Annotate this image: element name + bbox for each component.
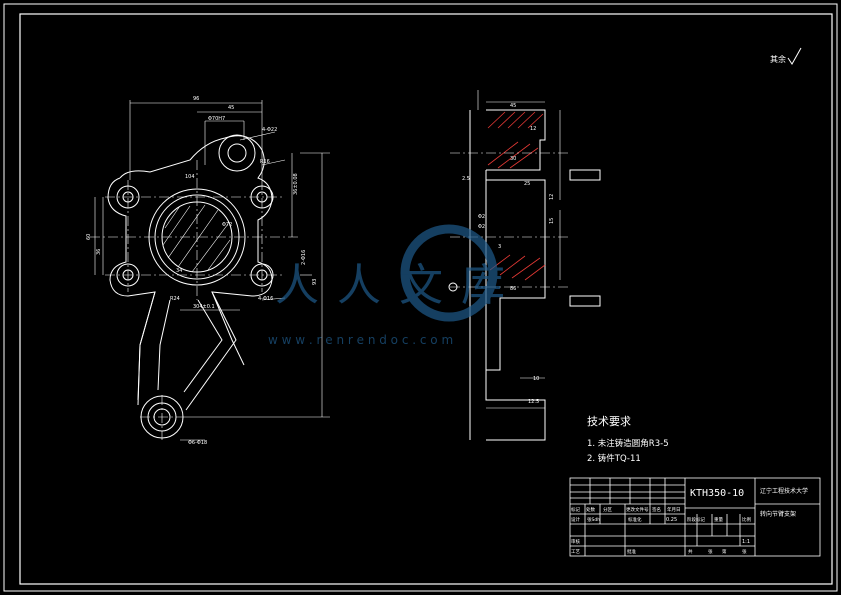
row-label: 分区 xyxy=(603,506,612,513)
hub-section xyxy=(486,179,546,371)
left-dimension-label: 104 xyxy=(185,174,195,180)
row-label: 处数 xyxy=(586,506,595,513)
right-dimension-label: 15 xyxy=(549,218,555,224)
designer-label: 设计 xyxy=(571,516,580,523)
right-dimension-label: 30 xyxy=(510,156,516,162)
right-dimension-label: 45 xyxy=(510,103,516,109)
weight: 0.25 xyxy=(666,517,677,523)
left-dimension-label: R16 xyxy=(260,159,270,165)
left-dimension-label: 4-Φ22 xyxy=(262,127,277,133)
left-dimension-label: 304±0.1 xyxy=(193,304,215,310)
right-dimension-label: 3 xyxy=(498,244,501,250)
row-label: 更改文件号 xyxy=(626,506,649,513)
front-view xyxy=(90,100,330,441)
left-dimension-label: R24 xyxy=(170,296,180,302)
watermark-url: w w w . r e n r e n d o c . c o m xyxy=(268,333,453,347)
sheet-label: 共 xyxy=(688,548,693,555)
watermark: 人人文库 w w w . r e n r e n d o c . c o m xyxy=(268,224,523,347)
right-dimension-label: 25 xyxy=(524,181,530,187)
tech-item: 1. 未注铸造圆角R3-5 xyxy=(587,438,669,449)
stage-label: 重量 xyxy=(714,516,723,523)
section-hatch xyxy=(487,111,546,281)
side-dimension-lines xyxy=(477,90,600,409)
top-flange xyxy=(486,109,546,171)
row-label: 签名 xyxy=(652,506,661,513)
bore-hatch xyxy=(162,204,231,273)
standard-label: 标准化 xyxy=(628,516,642,523)
tech-item: 2. 铸件TQ-11 xyxy=(587,453,641,464)
stage-label: 比例 xyxy=(742,516,751,523)
row-label: 年月日 xyxy=(667,506,681,513)
left-dimension-label: 36 xyxy=(96,249,102,255)
body-outline xyxy=(485,170,546,441)
right-dimension-label: 12 xyxy=(549,194,555,200)
bolt-hole-boss xyxy=(116,263,140,287)
review-label: 审核 xyxy=(571,538,580,545)
centerlines xyxy=(90,160,300,440)
sheet-label: 张 xyxy=(708,548,713,555)
tolerance-frame xyxy=(569,295,601,307)
flange-outline xyxy=(119,135,273,366)
arm-right-edge xyxy=(185,291,237,411)
arm-left-edge xyxy=(137,291,156,406)
surface-note: 其余 xyxy=(770,54,786,64)
right-dimension-label: 2.5 xyxy=(462,176,470,182)
left-dimension-label: 96 xyxy=(193,96,199,102)
upper-boss xyxy=(218,134,256,172)
left-dimension-label: 93 xyxy=(312,279,318,285)
surface-finish: 其余 xyxy=(770,47,802,65)
inner-border xyxy=(19,13,833,585)
school-name: 辽宁工程技术大学 xyxy=(760,487,808,495)
left-dimension-label: 36±0.08 xyxy=(293,173,299,195)
right-dimension-label: 86 xyxy=(510,286,516,292)
right-dimension-label: Φ2 xyxy=(478,214,485,220)
title-block-text: KTH350-10 辽宁工程技术大学 转向节臂支架 标记 处数 分区 更改文件号… xyxy=(571,487,808,555)
sheet-label: 张 xyxy=(742,548,747,555)
arm-web-right xyxy=(183,299,223,393)
outer-border xyxy=(3,3,838,592)
watermark-text: 人人文库 xyxy=(275,260,523,311)
sheet-label: 第 xyxy=(722,548,727,555)
scale: 1:1 xyxy=(742,539,750,545)
left-dimension-label: 60 xyxy=(86,234,92,240)
dimension-lines xyxy=(94,100,330,441)
part-name: 转向节臂支架 xyxy=(760,510,796,518)
row-label: 标记 xyxy=(571,506,580,513)
left-dimension-label: 34 xyxy=(176,268,182,274)
process-label: 工艺 xyxy=(571,549,580,555)
designer: 张Sdh xyxy=(587,516,600,523)
tech-heading: 技术要求 xyxy=(587,415,631,428)
left-dimension-label: Φ70H7 xyxy=(208,116,225,122)
left-dimension-label: 45 xyxy=(228,105,234,111)
title-block xyxy=(569,477,821,557)
arm-web-left xyxy=(157,299,171,391)
tolerance-frame xyxy=(569,169,601,181)
right-dimension-label: 12 xyxy=(530,126,536,132)
tech-requirements: 技术要求 1. 未注铸造圆角R3-5 2. 铸件TQ-11 xyxy=(587,415,669,464)
side-view xyxy=(448,90,601,441)
drawing-number: KTH350-10 xyxy=(690,488,744,499)
finish-check-icon xyxy=(787,47,802,65)
flange-outline-left xyxy=(107,177,156,401)
watermark-ring-icon xyxy=(400,224,498,322)
left-dimension-label: 4-Φ16 xyxy=(258,296,273,302)
left-dimension-label: 2-Φ16 xyxy=(301,250,307,265)
datum-symbol xyxy=(448,282,458,292)
right-dimension-label: Φ2 xyxy=(478,224,485,230)
approve-label: 批准 xyxy=(627,548,636,555)
right-dimension-label: 10 xyxy=(533,376,539,382)
left-dimension-label: Φ72 xyxy=(222,222,232,228)
right-dimension-label: 12.5 xyxy=(528,399,539,405)
upper-hole xyxy=(227,143,247,163)
stage-label: 阶段标记 xyxy=(687,516,705,523)
left-dimension-label: Φ6-Φ18 xyxy=(188,440,207,446)
